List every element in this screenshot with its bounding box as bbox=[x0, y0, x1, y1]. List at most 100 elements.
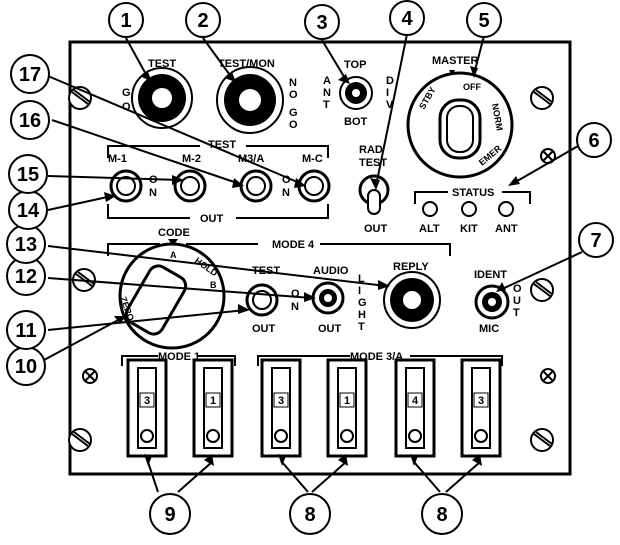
mode-label-m3a: M3/A bbox=[238, 153, 264, 165]
light-letter: L bbox=[358, 273, 365, 285]
mode-label-mc: M-C bbox=[302, 153, 323, 165]
callout-5: 5 bbox=[466, 2, 502, 38]
antenna-toggle-switch[interactable] bbox=[339, 76, 373, 110]
reply-indicator-light[interactable] bbox=[383, 271, 441, 329]
light-letter: G bbox=[358, 297, 367, 309]
mode3a-thumbwheel-2[interactable]: 1 bbox=[326, 358, 368, 458]
code-rotary-switch[interactable] bbox=[118, 242, 226, 350]
status-light-label-ant: ANT bbox=[495, 223, 518, 235]
light-letter: H bbox=[358, 309, 366, 321]
callout-13: 13 bbox=[6, 224, 46, 264]
status-label: STATUS bbox=[452, 187, 494, 199]
test-mon-rotary-switch[interactable] bbox=[216, 66, 284, 134]
ant-letter: A bbox=[323, 75, 331, 87]
no-go-letter: O bbox=[289, 89, 298, 101]
callout-number: 10 bbox=[15, 356, 37, 378]
code-label: CODE bbox=[158, 227, 190, 239]
callout-8b: 8 bbox=[421, 493, 463, 535]
mode-test-button-mc[interactable] bbox=[297, 169, 331, 203]
audio-out-label: OUT bbox=[318, 323, 342, 335]
status-light-label-kit: KIT bbox=[460, 223, 478, 235]
callout-8a: 8 bbox=[289, 493, 331, 535]
div-letter: D bbox=[386, 75, 394, 87]
light-letter: I bbox=[358, 285, 361, 297]
ident-out-letter: U bbox=[513, 295, 521, 307]
ident-toggle-switch[interactable] bbox=[474, 284, 510, 320]
rad-test-out-label: OUT bbox=[364, 223, 388, 235]
callout-number: 17 bbox=[19, 64, 41, 86]
rad-test-label-line2: TEST bbox=[359, 157, 387, 169]
mode1-thumbwheel-1[interactable]: 3 bbox=[126, 358, 168, 458]
callout-number: 1 bbox=[120, 10, 131, 32]
callout-number: 8 bbox=[304, 504, 315, 526]
callout-number: 9 bbox=[164, 504, 175, 526]
callout-number: 8 bbox=[436, 504, 447, 526]
callout-15: 15 bbox=[8, 154, 48, 194]
status-bracket bbox=[414, 191, 531, 204]
callout-number: 5 bbox=[478, 10, 489, 32]
screw-cross-icon bbox=[540, 368, 556, 384]
test-mon-switch-label: TEST/MON bbox=[218, 58, 275, 70]
mode3a-bracket bbox=[257, 355, 503, 366]
bot-label: BOT bbox=[344, 116, 368, 128]
div-letter: I bbox=[386, 87, 389, 99]
callout-number: 6 bbox=[588, 130, 599, 152]
mode-test-out-label: OUT bbox=[200, 213, 224, 225]
top-label: TOP bbox=[344, 59, 366, 71]
audio-label: AUDIO bbox=[313, 265, 349, 277]
mode1-thumbwheel-2[interactable]: 1 bbox=[192, 358, 234, 458]
callout-number: 14 bbox=[17, 200, 40, 222]
callout-1: 1 bbox=[108, 2, 144, 38]
mode-label-m1: M-1 bbox=[108, 153, 127, 165]
callout-number: 4 bbox=[401, 8, 413, 30]
light-letter: T bbox=[358, 321, 365, 333]
mode3a-thumbwheel-4[interactable]: 3 bbox=[460, 358, 502, 458]
ant-letter: N bbox=[323, 87, 331, 99]
mode3a-digit: 3 bbox=[478, 395, 484, 407]
no-go-letter: O bbox=[289, 119, 298, 131]
callout-4: 4 bbox=[389, 0, 425, 36]
callout-number: 7 bbox=[590, 230, 601, 252]
callout-number: 16 bbox=[19, 110, 41, 132]
callout-number: 2 bbox=[197, 10, 208, 32]
callout-16: 16 bbox=[10, 100, 50, 140]
out-row-bracket bbox=[107, 204, 329, 219]
mode3a-thumbwheel-3[interactable]: 4 bbox=[394, 358, 436, 458]
mic-label: MIC bbox=[479, 323, 499, 335]
rad-test-toggle-switch[interactable] bbox=[358, 174, 390, 215]
ident-out-letter: O bbox=[513, 283, 522, 295]
callout-7: 7 bbox=[578, 222, 614, 258]
screw-icon bbox=[530, 86, 554, 110]
leader-arrowheads bbox=[104, 66, 520, 466]
audio-toggle-switch[interactable] bbox=[311, 281, 345, 315]
screw-icon bbox=[530, 428, 554, 452]
mode4-test-button[interactable] bbox=[245, 283, 279, 317]
callout-number: 11 bbox=[15, 320, 36, 342]
mode3a-digit: 1 bbox=[344, 395, 350, 407]
mode3a-thumbwheel-1[interactable]: 3 bbox=[260, 358, 302, 458]
callout-number: 13 bbox=[15, 234, 37, 256]
test-switch-label: TEST bbox=[148, 58, 176, 70]
on-letter: O bbox=[291, 288, 300, 300]
no-go-letter: N bbox=[289, 77, 297, 89]
status-light-kit bbox=[461, 201, 477, 217]
screw-cross-icon bbox=[540, 148, 556, 164]
mode4-test-out-label: OUT bbox=[252, 323, 276, 335]
code-pointer-icon bbox=[168, 239, 178, 246]
mode-test-button-m1[interactable] bbox=[109, 169, 143, 203]
code-b-label: B bbox=[210, 280, 217, 290]
callout-2: 2 bbox=[185, 2, 221, 38]
master-norm-label: NORM bbox=[490, 103, 505, 132]
on-letter: N bbox=[149, 187, 157, 199]
master-rotary-switch[interactable] bbox=[406, 71, 514, 179]
mode-test-button-m3a[interactable] bbox=[239, 169, 273, 203]
mode-test-button-m2[interactable] bbox=[173, 169, 207, 203]
ident-label: IDENT bbox=[474, 269, 507, 281]
callout-6: 6 bbox=[576, 122, 612, 158]
mode1-label: MODE 1 bbox=[158, 351, 200, 363]
go-letter: G bbox=[122, 87, 131, 99]
test-rotary-switch[interactable] bbox=[131, 67, 193, 129]
mode4-bracket bbox=[107, 243, 451, 256]
reply-label: REPLY bbox=[393, 261, 429, 273]
